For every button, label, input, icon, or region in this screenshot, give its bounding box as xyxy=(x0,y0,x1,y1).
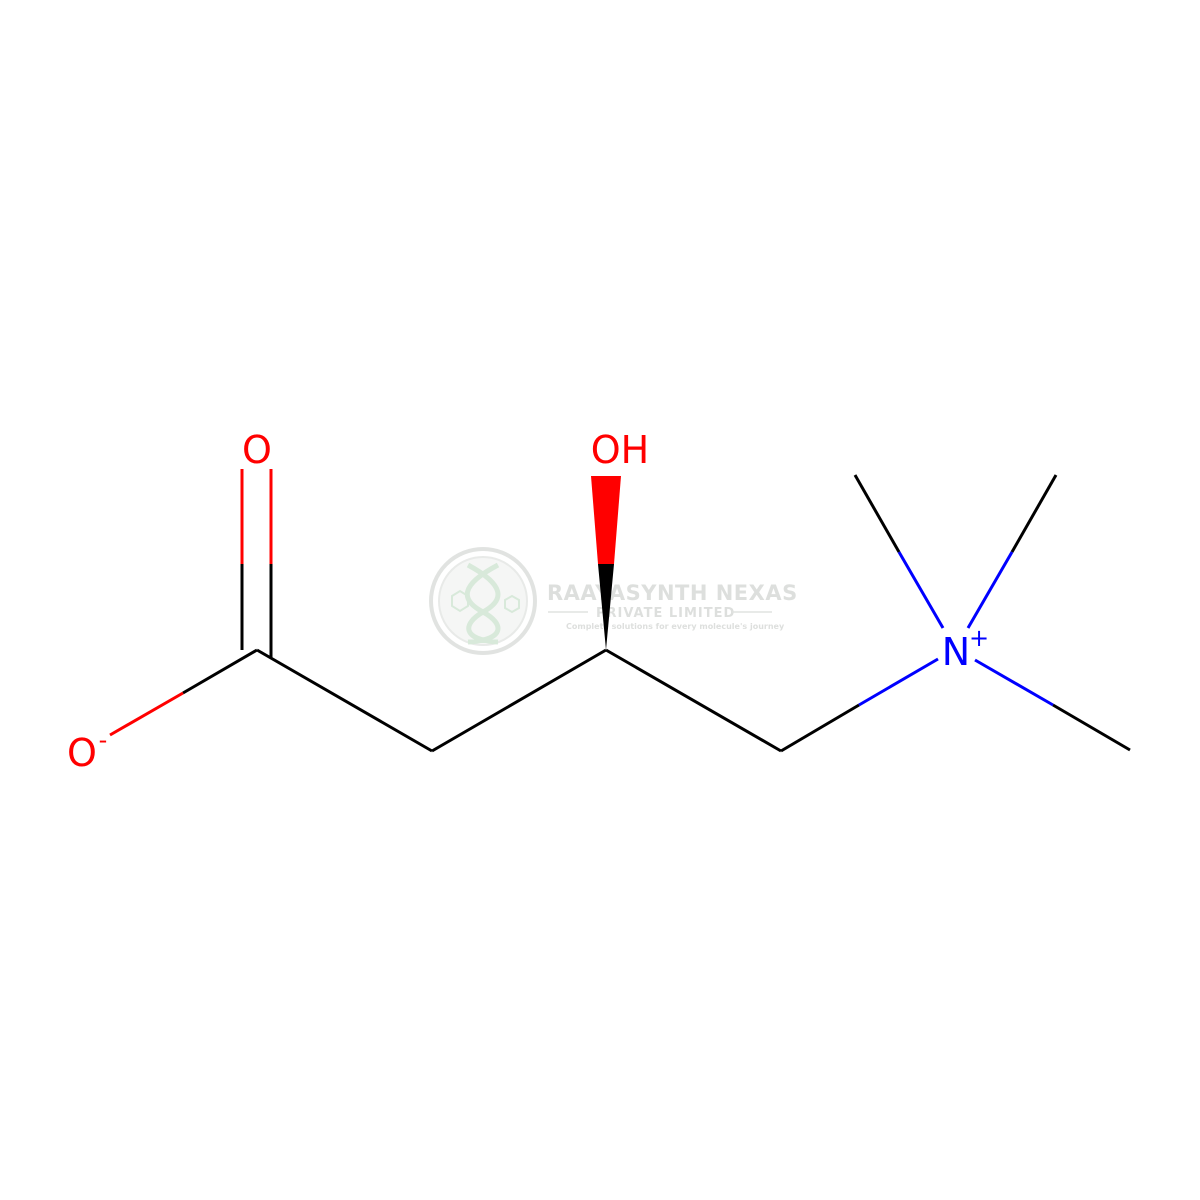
bond-n-methyl-right-black xyxy=(1052,703,1131,752)
bond-c4-n-blue xyxy=(858,657,939,707)
watermark-tagline: Complete solutions for every molecule's … xyxy=(566,622,785,631)
watermark-hex-right-icon xyxy=(504,594,520,614)
atom-label-nitrogen: N xyxy=(942,630,970,674)
watermark-subtitle: PRIVATE LIMITED xyxy=(596,606,735,621)
bond-n-methyl-right-blue xyxy=(974,658,1054,707)
watermark: RAAYASYNTH NEXAS PRIVATE LIMITED Complet… xyxy=(429,547,798,655)
bond-n-methyl-upleft-black xyxy=(853,474,901,553)
bond-c-ominus-red xyxy=(109,691,184,737)
wedge-bond-red-part xyxy=(591,476,621,564)
bond-n-methyl-upright-blue xyxy=(966,551,1014,629)
atom-label-hydroxyl: OH xyxy=(591,428,649,472)
negative-charge-label: - xyxy=(99,726,108,754)
bond-c4-n-black xyxy=(780,703,860,753)
atom-labels: O O - OH N + xyxy=(67,428,989,775)
bond-n-methyl-upleft-blue xyxy=(897,551,945,629)
wedge-bond-c3-oh xyxy=(591,476,621,650)
watermark-logo-inner xyxy=(438,556,528,646)
atom-label-carbonyl-oxygen: O xyxy=(242,428,272,472)
watermark-dna-icon xyxy=(464,562,501,645)
wedge-bond-black-part xyxy=(598,564,614,650)
watermark-title: RAAYASYNTH NEXAS xyxy=(547,581,798,605)
positive-charge-label: + xyxy=(969,624,989,652)
watermark-logo-ring xyxy=(429,547,537,655)
watermark-hex-left-icon xyxy=(451,589,469,613)
bond-n-methyl-upright-black xyxy=(1010,474,1058,553)
bonds xyxy=(109,469,1131,753)
bond-c3-c4 xyxy=(605,648,782,753)
atom-label-carboxylate-oxygen: O xyxy=(67,731,97,775)
bond-c2-c3 xyxy=(431,648,607,753)
bond-c-ominus-black xyxy=(182,648,258,695)
bond-c1-c2 xyxy=(256,648,433,753)
